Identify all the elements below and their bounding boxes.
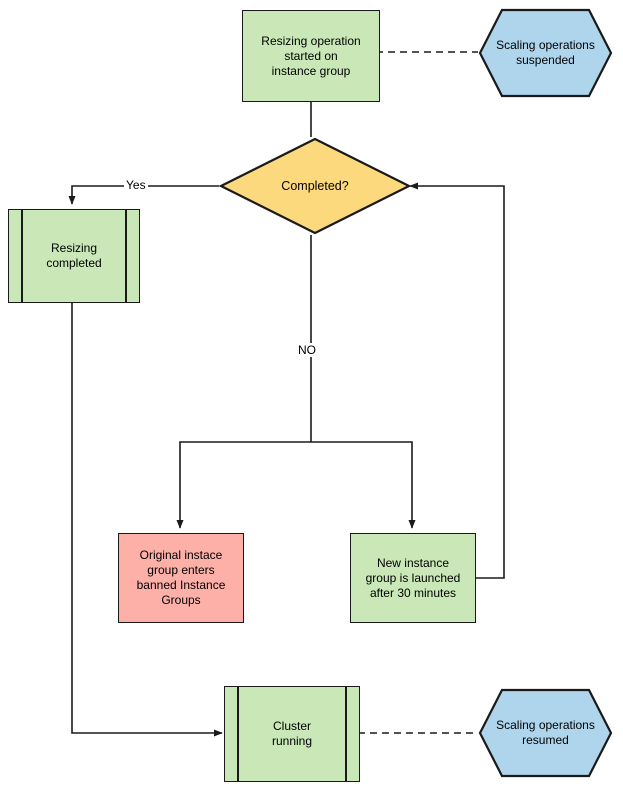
edge-resizing-to-cluster xyxy=(71,301,223,737)
node-cluster-running[interactable]: Cluster running xyxy=(224,686,360,782)
node-scaling-operations-suspended[interactable]: Scaling operations suspended xyxy=(478,8,613,98)
node-resizing-completed[interactable]: Resizing completed xyxy=(8,209,140,303)
predefined-bar-right xyxy=(345,687,347,781)
node-label: Resizing completed xyxy=(46,241,102,270)
node-original-group-banned[interactable]: Original instace group enters banned Ins… xyxy=(118,533,244,623)
edge-decision-yes xyxy=(68,185,219,205)
node-label: Completed? xyxy=(281,179,349,193)
edge-no-to-banned xyxy=(176,441,311,529)
edge-label-yes: Yes xyxy=(124,178,148,192)
hexagon-shape xyxy=(478,8,613,98)
hexagon-shape xyxy=(478,688,613,778)
predefined-bar-left xyxy=(237,687,239,781)
node-label: Scaling operations resumed xyxy=(496,718,595,747)
node-label: Resizing operation started on instance g… xyxy=(261,33,361,78)
edge-label-no: NO xyxy=(296,343,318,357)
node-resizing-operation-started[interactable]: Resizing operation started on instance g… xyxy=(242,10,380,102)
predefined-bar-right xyxy=(125,210,127,302)
predefined-bar-left xyxy=(21,210,23,302)
node-completed-decision[interactable]: Completed? xyxy=(219,137,411,235)
node-label: Original instace group enters banned Ins… xyxy=(136,548,226,607)
node-label: Scaling operations suspended xyxy=(496,38,595,67)
edge-no-to-relaunch xyxy=(311,441,416,529)
diamond-shape xyxy=(219,137,411,235)
edge-relaunch-to-decision-loop xyxy=(409,182,505,579)
node-label: New instance group is launched after 30 … xyxy=(365,555,461,600)
node-label: Cluster running xyxy=(271,719,313,748)
node-scaling-operations-resumed[interactable]: Scaling operations resumed xyxy=(478,688,613,778)
node-new-group-launched[interactable]: New instance group is launched after 30 … xyxy=(350,533,476,623)
